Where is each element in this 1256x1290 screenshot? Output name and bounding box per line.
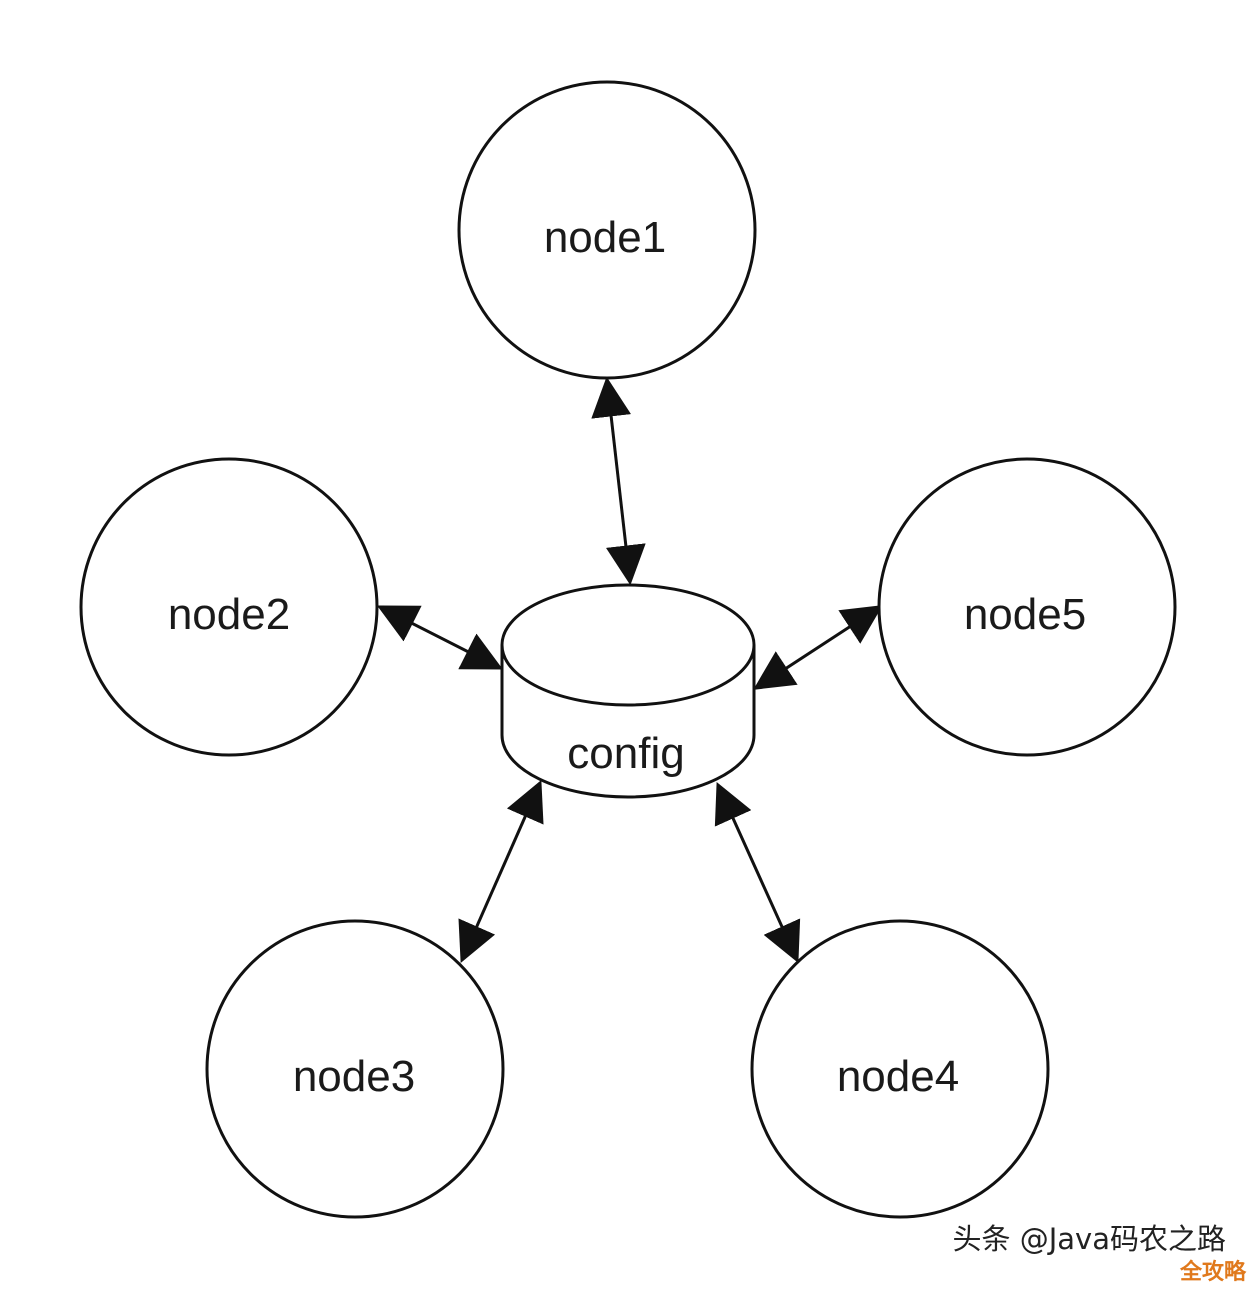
node-node5: node5 [877, 457, 1177, 757]
config-label: config [567, 729, 684, 778]
config-database: config [500, 583, 756, 799]
node-label: node1 [544, 213, 666, 262]
edges [377, 376, 883, 964]
node-circle [79, 457, 379, 757]
node-circle [877, 457, 1177, 757]
node-node4: node4 [750, 919, 1050, 1219]
node-circle [750, 919, 1050, 1219]
node-label: node4 [837, 1052, 959, 1101]
node-node3: node3 [205, 919, 505, 1219]
corner-watermark: 全攻略 [1179, 1260, 1246, 1285]
node-circle [205, 919, 505, 1219]
node-label: node5 [964, 590, 1086, 639]
edge-config-node3 [458, 779, 544, 964]
edge-config-node4 [714, 781, 801, 964]
edge-config-node2 [377, 605, 503, 670]
node-label: node2 [168, 590, 290, 639]
node-node2: node2 [79, 457, 379, 757]
database-top [500, 583, 756, 707]
node-label: node3 [293, 1052, 415, 1101]
node-circle [457, 80, 757, 380]
edge-config-node5 [753, 605, 883, 690]
node-node1: node1 [457, 80, 757, 380]
watermark-text: 头条 @Java码农之路 [952, 1222, 1226, 1256]
edge-config-node1 [591, 376, 646, 586]
